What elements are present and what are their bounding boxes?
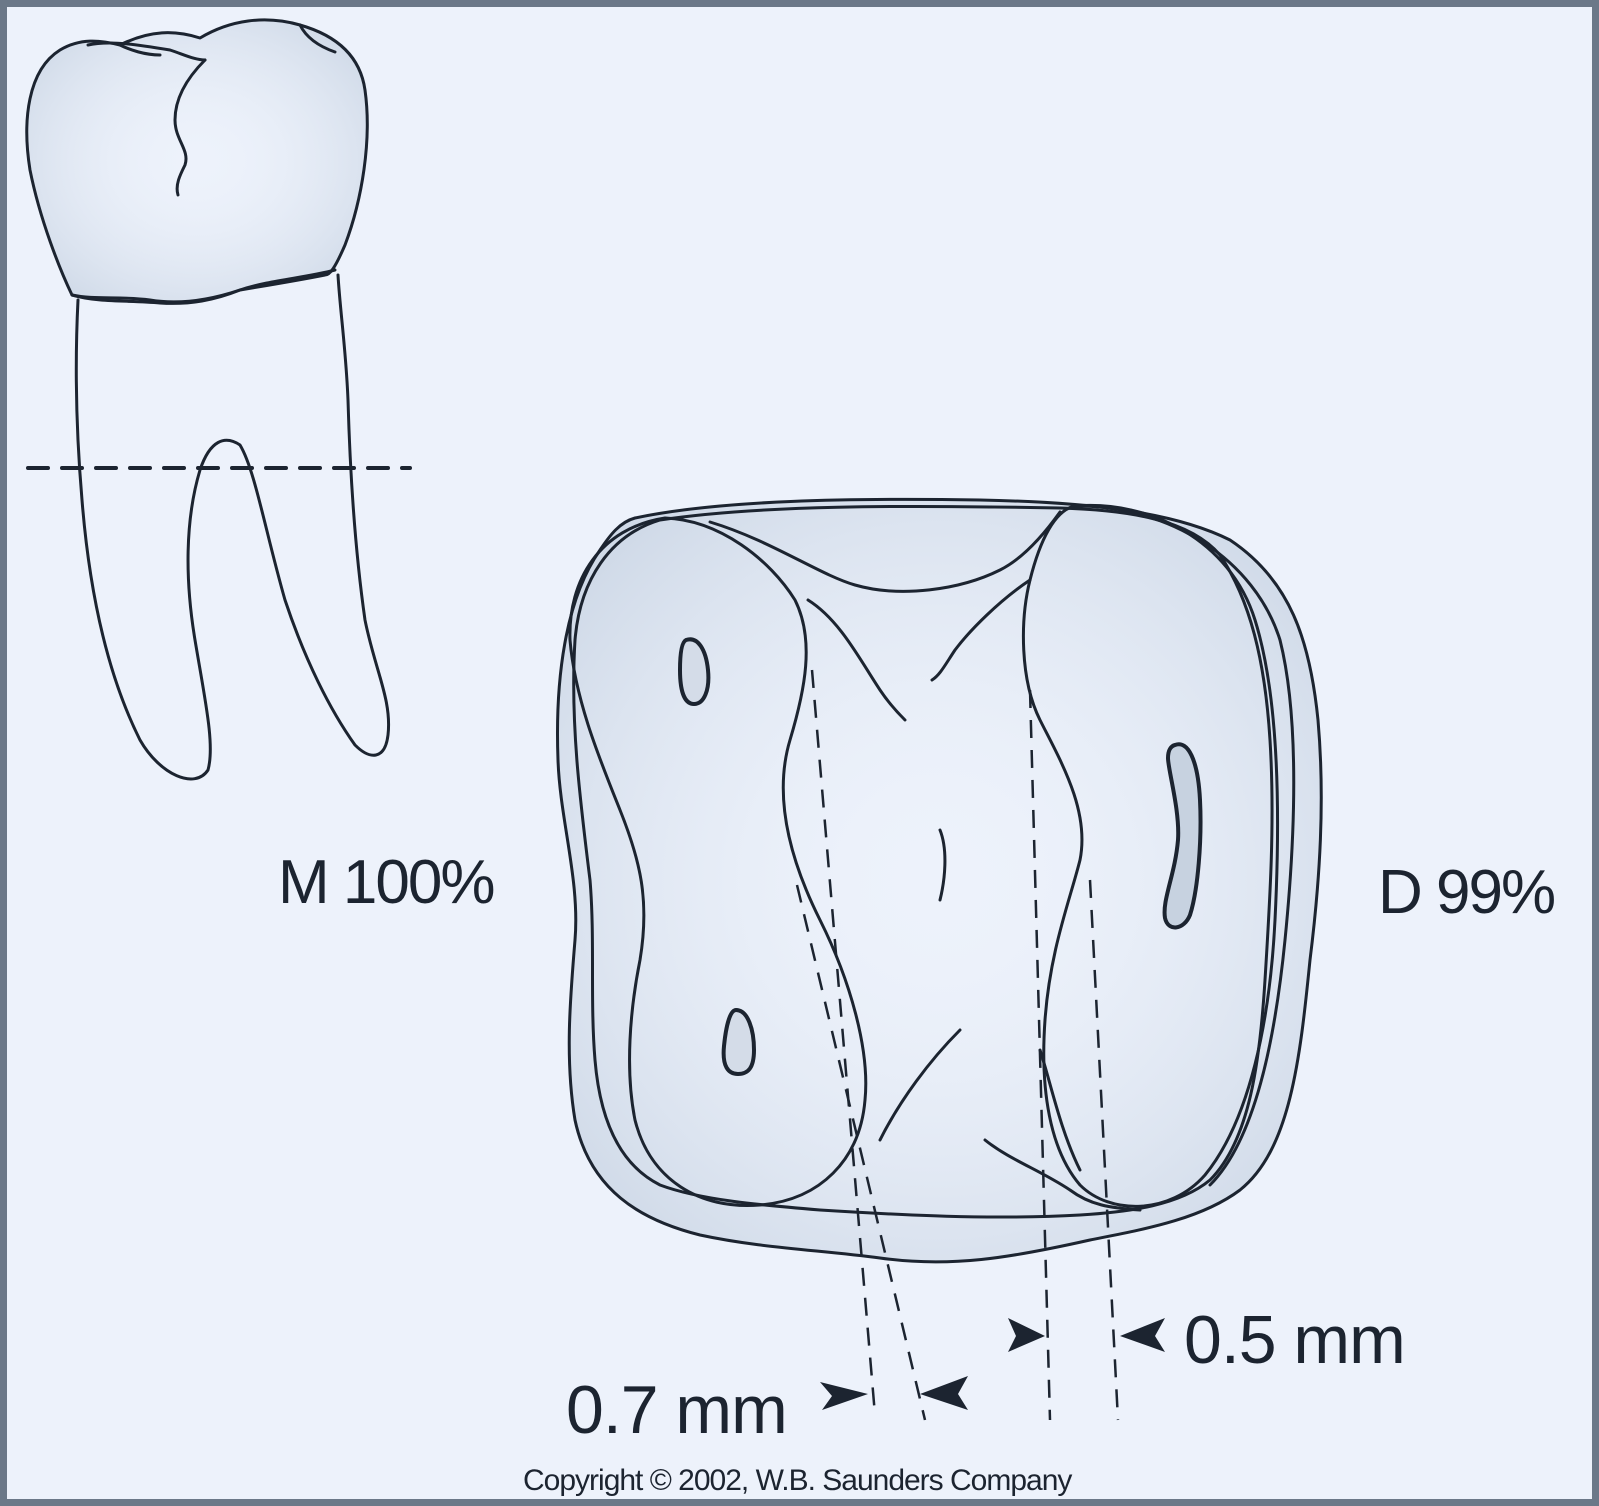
measurement-0.7mm-label: 0.7 mm	[566, 1376, 787, 1444]
arrow-0.7mm-right	[920, 1376, 968, 1410]
copyright-notice: Copyright © 2002, W.B. Saunders Company	[523, 1466, 1071, 1496]
mesial-root-canal-upper	[680, 639, 708, 704]
measurement-0.5mm-label: 0.5 mm	[1184, 1306, 1405, 1374]
arrow-0.5mm-right	[1120, 1318, 1165, 1352]
mesial-root-canal-lower	[724, 1010, 754, 1074]
distal-percentage-label: D 99%	[1378, 862, 1554, 924]
molar-mesial-root	[76, 275, 388, 779]
molar-side-view	[27, 20, 410, 779]
arrow-0.7mm-left	[820, 1382, 868, 1410]
molar-crown-outline	[27, 20, 367, 302]
arrow-0.5mm-left	[1008, 1318, 1045, 1352]
root-cross-section	[557, 499, 1321, 1262]
cross-section-outer-outline	[557, 499, 1321, 1262]
mesial-percentage-label: M 100%	[278, 852, 493, 914]
